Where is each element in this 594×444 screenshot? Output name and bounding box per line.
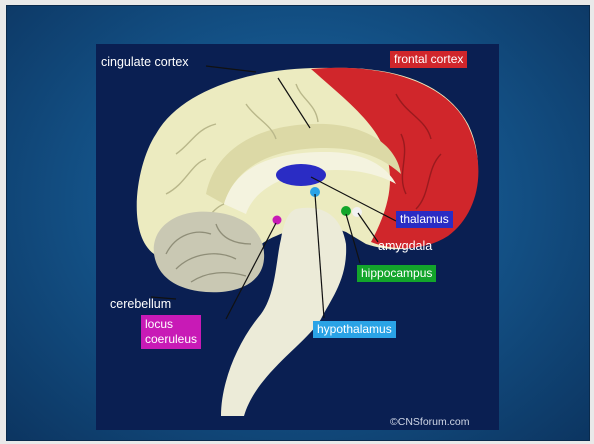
label-hippocampus: hippocampus bbox=[357, 265, 436, 282]
copyright-text: ©CNSforum.com bbox=[390, 416, 470, 428]
thalamus-region bbox=[276, 164, 326, 186]
label-thalamus: thalamus bbox=[396, 211, 453, 228]
label-frontal-cortex: frontal cortex bbox=[390, 51, 467, 68]
amygdala-dot bbox=[352, 207, 362, 217]
label-cerebellum: cerebellum bbox=[110, 297, 171, 311]
label-locus-line1: locus bbox=[145, 317, 173, 331]
brain-illustration bbox=[96, 44, 499, 430]
label-locus-coeruleus: locus coeruleus bbox=[141, 315, 201, 349]
label-locus-line2: coeruleus bbox=[145, 332, 197, 346]
label-cingulate-cortex: cingulate cortex bbox=[101, 55, 189, 69]
label-amygdala: amygdala bbox=[378, 239, 432, 253]
slide-background: cingulate cortex frontal cortex thalamus… bbox=[6, 5, 590, 441]
label-hypothalamus: hypothalamus bbox=[313, 321, 396, 338]
brain-diagram-panel bbox=[96, 44, 499, 430]
locus-coeruleus-dot bbox=[273, 216, 282, 225]
